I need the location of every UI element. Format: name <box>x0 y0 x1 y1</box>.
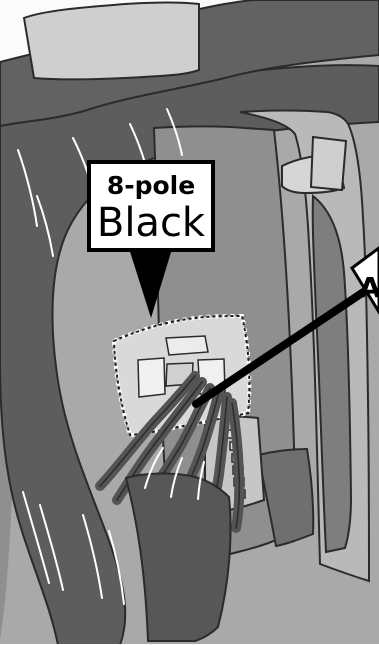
side-label-text: A <box>359 271 379 304</box>
upper-block <box>24 3 199 80</box>
callout-subtitle: Black <box>97 200 206 246</box>
callout-title: 8-pole <box>107 171 195 200</box>
connector-detail-left <box>138 358 165 397</box>
connector-detail-top <box>166 336 208 355</box>
small-top-connector-cap <box>311 137 346 190</box>
